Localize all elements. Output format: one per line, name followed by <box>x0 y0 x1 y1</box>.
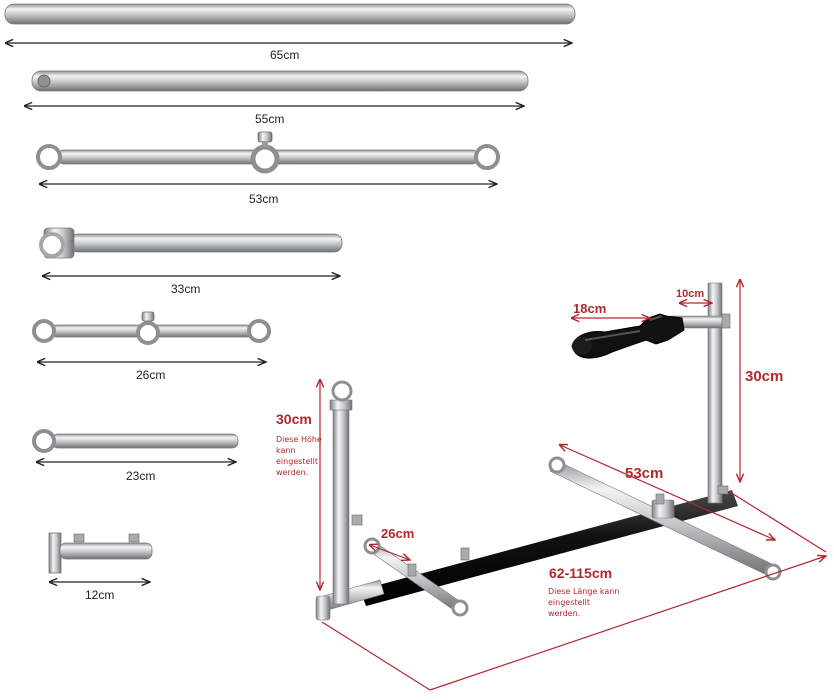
note-main-bar-adjustable: Diese Länge kann eingestellt werden. <box>548 587 620 618</box>
label-12cm: 12cm <box>85 588 115 602</box>
label-65cm: 65cm <box>270 48 300 62</box>
label-right-post-30cm: 30cm <box>745 368 784 385</box>
bar-53cm <box>36 131 500 184</box>
label-short-bar-26cm: 26cm <box>381 526 415 541</box>
bar-26cm <box>32 311 271 362</box>
label-main-bar-62-115cm: 62-115cm <box>549 565 613 581</box>
label-23cm: 23cm <box>126 469 156 483</box>
bar-33cm <box>39 227 343 276</box>
label-cross-bar-53cm: 53cm <box>625 465 664 482</box>
assembly-dimensions <box>320 280 826 691</box>
assembled-frame <box>315 282 782 621</box>
bar-23cm <box>32 429 239 462</box>
label-55cm: 55cm <box>255 112 285 126</box>
dildo-attachment <box>571 313 685 359</box>
bar-55cm <box>25 70 529 106</box>
label-dildo-18cm: 18cm <box>573 301 607 316</box>
bar-12cm <box>48 532 153 582</box>
label-53cm: 53cm <box>249 192 279 206</box>
label-left-post-30cm: 30cm <box>276 411 312 427</box>
note-left-post-adjustable: Diese Höhe kann eingestellt werden. <box>276 435 322 477</box>
label-33cm: 33cm <box>171 282 201 296</box>
bar-65cm <box>4 3 576 43</box>
label-26cm: 26cm <box>136 368 166 382</box>
label-connector-10cm: 10cm <box>676 288 705 300</box>
left-post <box>332 403 350 605</box>
